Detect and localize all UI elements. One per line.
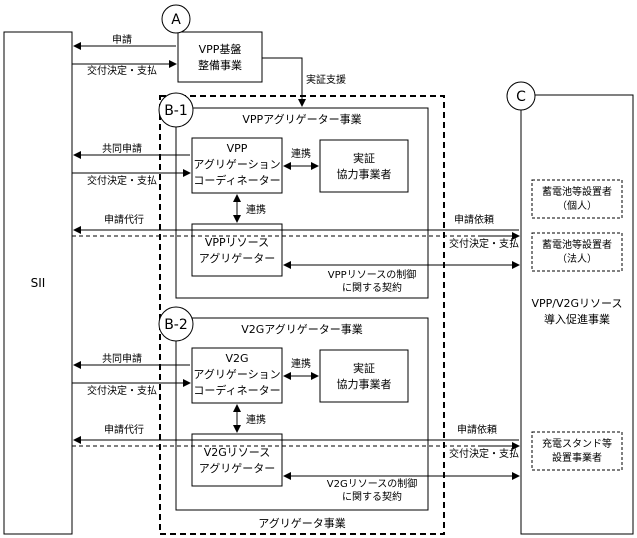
b1-partner-line1: 実証 <box>353 151 375 165</box>
a-kofu-label: 交付決定・支払 <box>87 64 157 77</box>
b2-resource-box <box>191 433 283 487</box>
a-shinsei-label: 申請 <box>112 33 132 46</box>
b2-resource-line1: V2Gリソース <box>204 446 271 459</box>
b2-partner-line1: 実証 <box>353 361 375 375</box>
b2-coordinator-line3: コーディネーター <box>193 383 280 397</box>
b1-resource-line2: アグリゲーター <box>199 251 275 265</box>
c-box-line1: VPP/V2Gリソース <box>532 297 623 310</box>
b2-renkei-h-label: 連携 <box>291 357 311 370</box>
b1-coordinator-line3: コーディネーター <box>193 173 280 187</box>
b2-irai-label: 申請依頼 <box>457 423 497 436</box>
b2-coordinator-line1: V2G <box>225 352 248 365</box>
b1-coordinator-box <box>191 137 283 194</box>
b2-resource-line2: アグリゲーター <box>199 461 275 475</box>
b1-kofu-label: 交付決定・支払 <box>87 174 157 187</box>
circle-b2-label: B-2 <box>164 317 188 333</box>
b2-renkei-v-label: 連携 <box>246 413 266 426</box>
b1-daiko-label: 申請代行 <box>104 213 144 226</box>
installer-charging-line2: 設置事業者 <box>552 451 602 464</box>
sii-label: SII <box>31 276 46 290</box>
circle-b1-label: B-1 <box>164 103 188 119</box>
installer-individual-line1: 蓄電池等設置者 <box>542 185 612 198</box>
jissho-shien-arrow <box>262 57 306 107</box>
b1-coordinator-line1: VPP <box>227 142 248 155</box>
jissho-shien-label: 実証支援 <box>306 73 346 86</box>
b1-renkei-h-label: 連携 <box>291 147 311 160</box>
circle-c-label: C <box>516 89 526 105</box>
b2-coordinator-line2: アグリゲーション <box>193 367 280 381</box>
b1-partner-box <box>319 139 409 193</box>
c-box-line2: 導入促進事業 <box>544 312 610 326</box>
vpp-kiban-box <box>177 31 263 83</box>
installer-individual-line2: （個人） <box>557 199 597 212</box>
vpp-kiban-line1: VPP基盤 <box>199 43 242 56</box>
b1-c-kofu-label: 交付決定・支払 <box>449 237 519 250</box>
b1-contract-line2: に関する契約 <box>342 281 402 294</box>
circle-b1 <box>158 92 194 128</box>
b2-daiko-label: 申請代行 <box>104 423 144 436</box>
b1-resource-box <box>191 223 283 277</box>
b1-resource-line1: VPPリソース <box>205 236 269 249</box>
installer-individual-box <box>531 179 623 219</box>
aggregator-label: アグリゲータ事業 <box>258 516 345 530</box>
b2-partner-line2: 協力事業者 <box>337 378 392 391</box>
b1-irai-label: 申請依頼 <box>454 213 494 226</box>
circle-a <box>161 4 191 34</box>
sii-box <box>3 31 73 535</box>
b2-contract-line2: に関する契約 <box>342 490 402 503</box>
b2-c-kofu-label: 交付決定・支払 <box>449 447 519 460</box>
b2-contract-line1: V2Gリソースの制御 <box>327 477 417 490</box>
vpp-kiban-line2: 整備事業 <box>198 58 242 72</box>
installer-corporate-box <box>531 232 623 272</box>
circle-c <box>506 81 536 111</box>
b1-coordinator-line2: アグリゲーション <box>193 157 280 171</box>
b2-title: V2Gアグリゲーター事業 <box>241 322 363 336</box>
b1-partner-line2: 協力事業者 <box>337 168 392 181</box>
circle-b2 <box>158 306 194 342</box>
installer-charging-box <box>531 431 623 471</box>
b2-kofu-label: 交付決定・支払 <box>87 384 157 397</box>
b2-kyodo-label: 共同申請 <box>102 352 142 365</box>
b1-kyodo-label: 共同申請 <box>102 142 142 155</box>
b2-coordinator-box <box>191 347 283 404</box>
b2-partner-box <box>319 349 409 403</box>
installer-corporate-line1: 蓄電池等設置者 <box>542 238 612 251</box>
circle-a-label: A <box>171 12 181 28</box>
b1-title: VPPアグリゲーター事業 <box>242 112 361 126</box>
installer-corporate-line2: （法人） <box>557 252 597 265</box>
installer-charging-line1: 充電スタンド等 <box>542 437 612 450</box>
b1-contract-line1: VPPリソースの制御 <box>328 268 416 281</box>
b1-renkei-v-label: 連携 <box>246 203 266 216</box>
